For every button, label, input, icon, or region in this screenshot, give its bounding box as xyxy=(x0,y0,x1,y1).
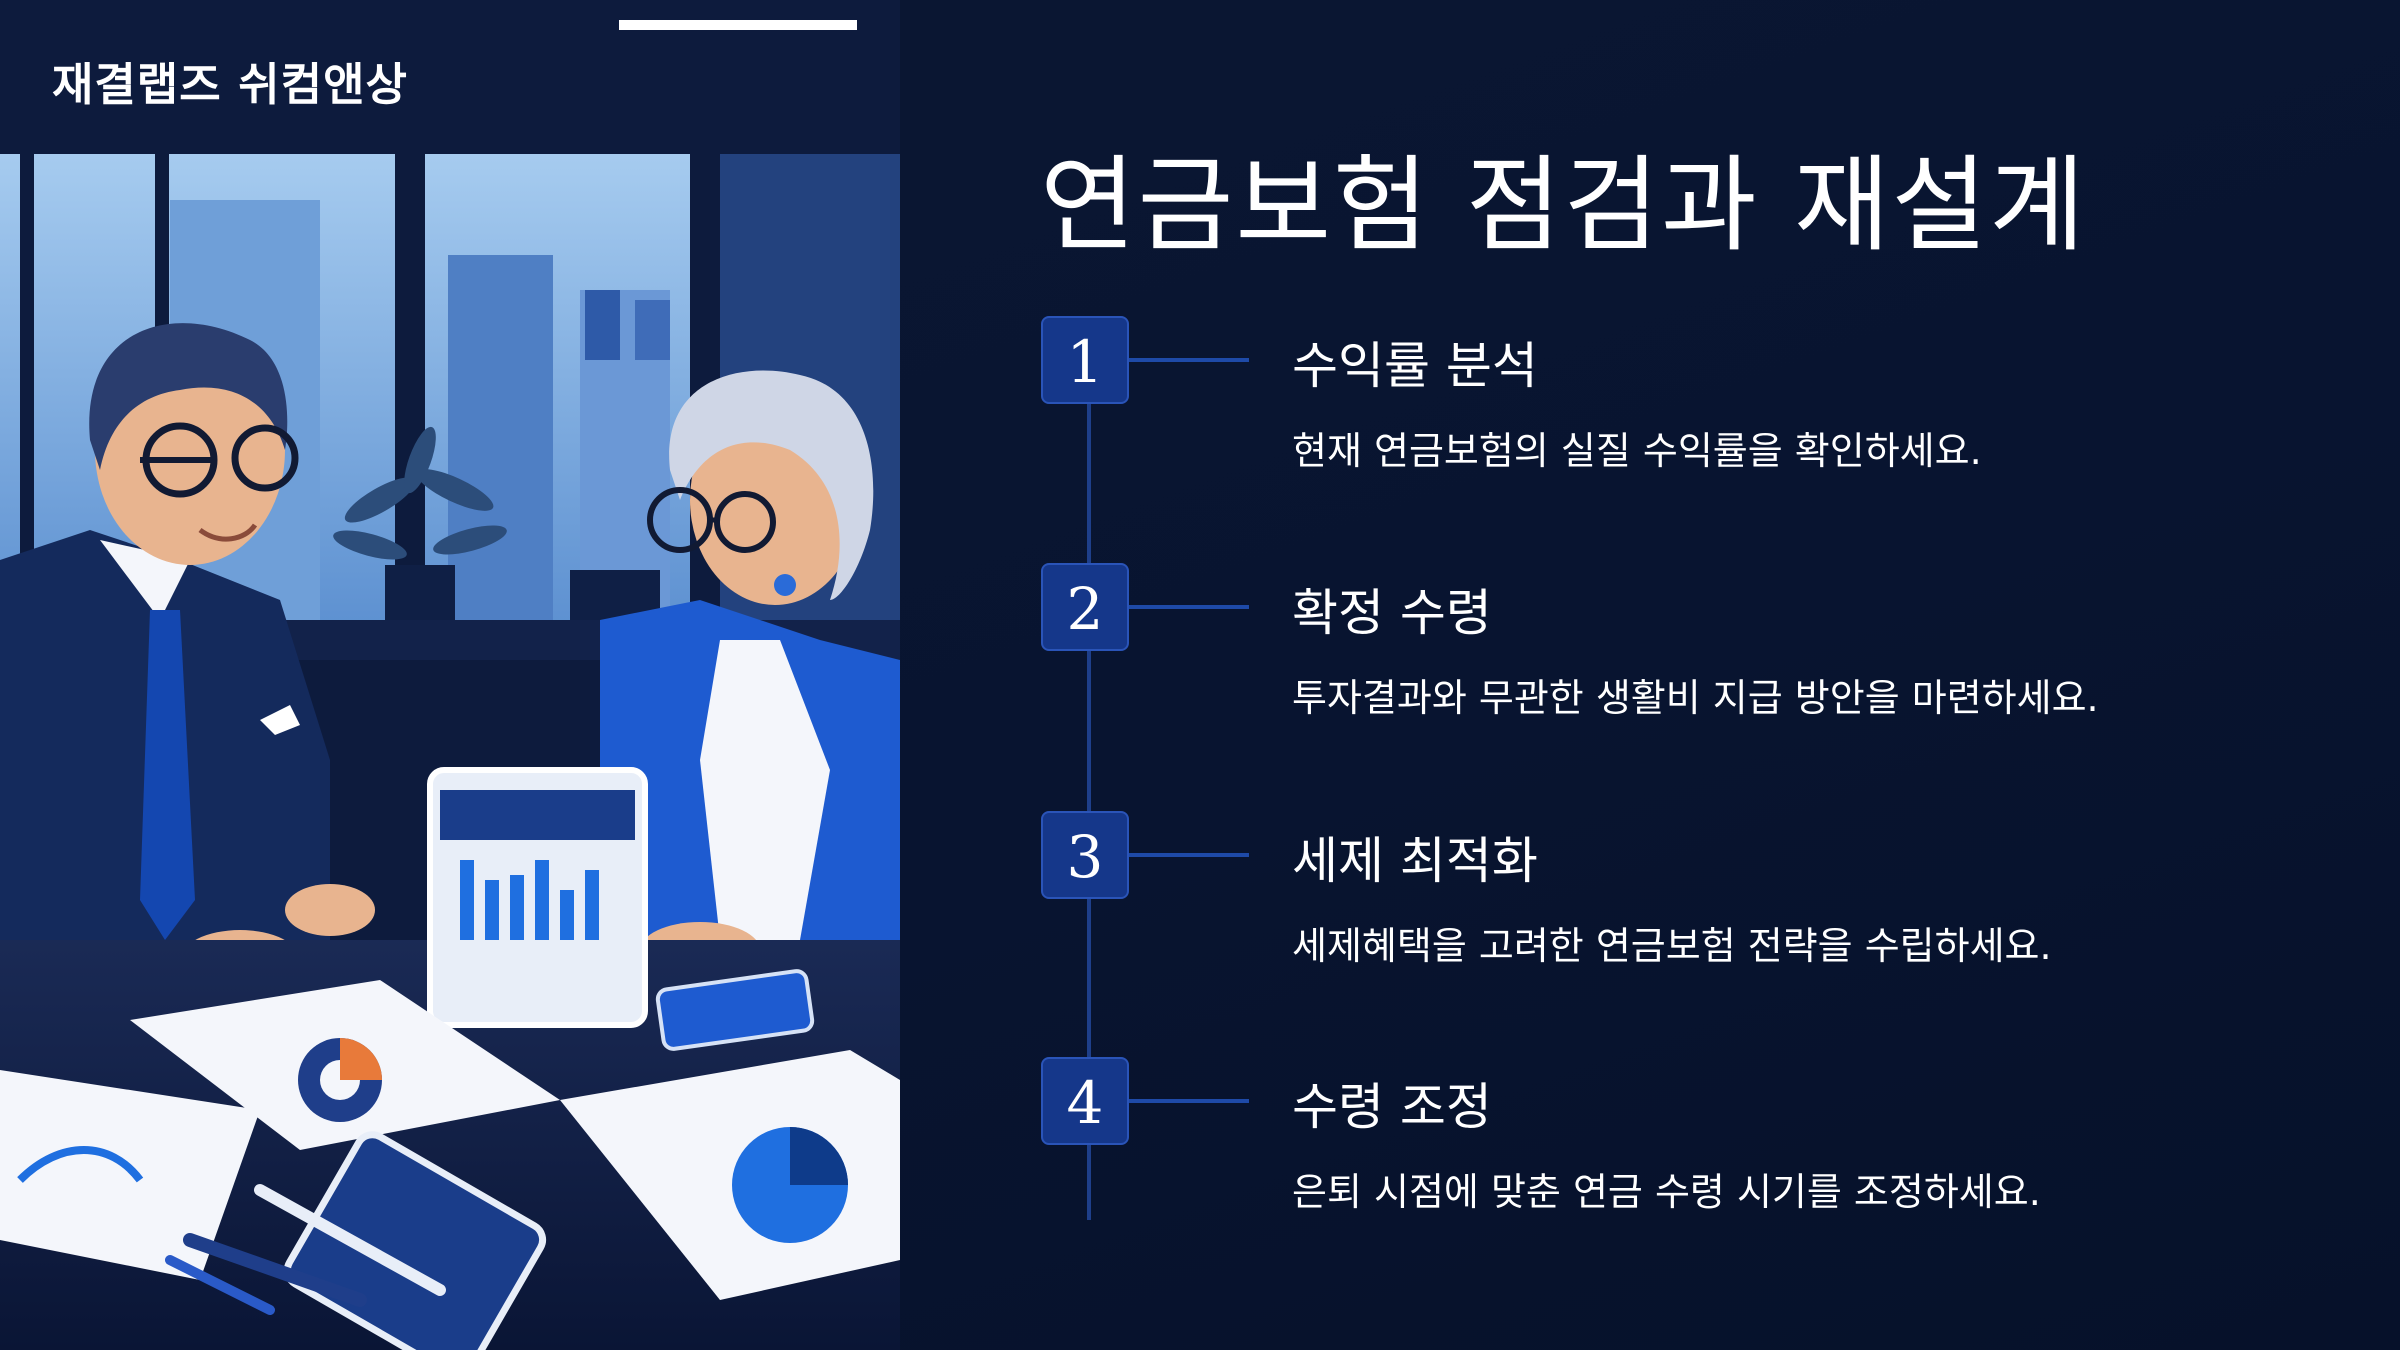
brand-text: 재결랩즈 쉬컴앤상 xyxy=(52,58,408,111)
step-item: 3 세제 최적화 세제혜택을 고려한 연금보험 전략을 수립하세요. xyxy=(1041,811,2341,971)
step-item: 2 확정 수령 투자결과와 무관한 생활비 지급 방안을 마련하세요. xyxy=(1041,563,2341,723)
step-heading: 세제 최적화 xyxy=(1292,832,1538,890)
step-heading: 수익률 분석 xyxy=(1292,337,1538,395)
step-heading: 확정 수령 xyxy=(1292,584,1492,642)
page-title: 연금보험 점검과 재설계 xyxy=(1040,144,2087,266)
step-description: 투자결과와 무관한 생활비 지급 방안을 마련하세요. xyxy=(1292,676,2099,720)
step-description: 세제혜택을 고려한 연금보험 전략을 수립하세요. xyxy=(1292,924,2052,968)
step-connector xyxy=(1129,853,1249,857)
step-item: 4 수령 조정 은퇴 시점에 맞춘 연금 수령 시기를 조정하세요. xyxy=(1041,1057,2341,1217)
step-number-badge: 3 xyxy=(1041,811,1129,899)
step-description: 은퇴 시점에 맞춘 연금 수령 시기를 조정하세요. xyxy=(1292,1170,2041,1214)
timeline-line xyxy=(1087,400,1091,1220)
step-number-badge: 4 xyxy=(1041,1057,1129,1145)
step-connector xyxy=(1129,358,1249,362)
step-connector xyxy=(1129,1099,1249,1103)
top-accent-bar xyxy=(619,20,857,30)
step-description: 현재 연금보험의 실질 수익률을 확인하세요. xyxy=(1292,429,1982,473)
step-item: 1 수익률 분석 현재 연금보험의 실질 수익률을 확인하세요. xyxy=(1041,316,2341,476)
business-meeting-illustration xyxy=(0,140,900,1350)
step-heading: 수령 조정 xyxy=(1292,1078,1492,1136)
illustration-panel: 재결랩즈 쉬컴앤상 xyxy=(0,0,900,1350)
step-number-badge: 1 xyxy=(1041,316,1129,404)
step-connector xyxy=(1129,605,1249,609)
step-number-badge: 2 xyxy=(1041,563,1129,651)
